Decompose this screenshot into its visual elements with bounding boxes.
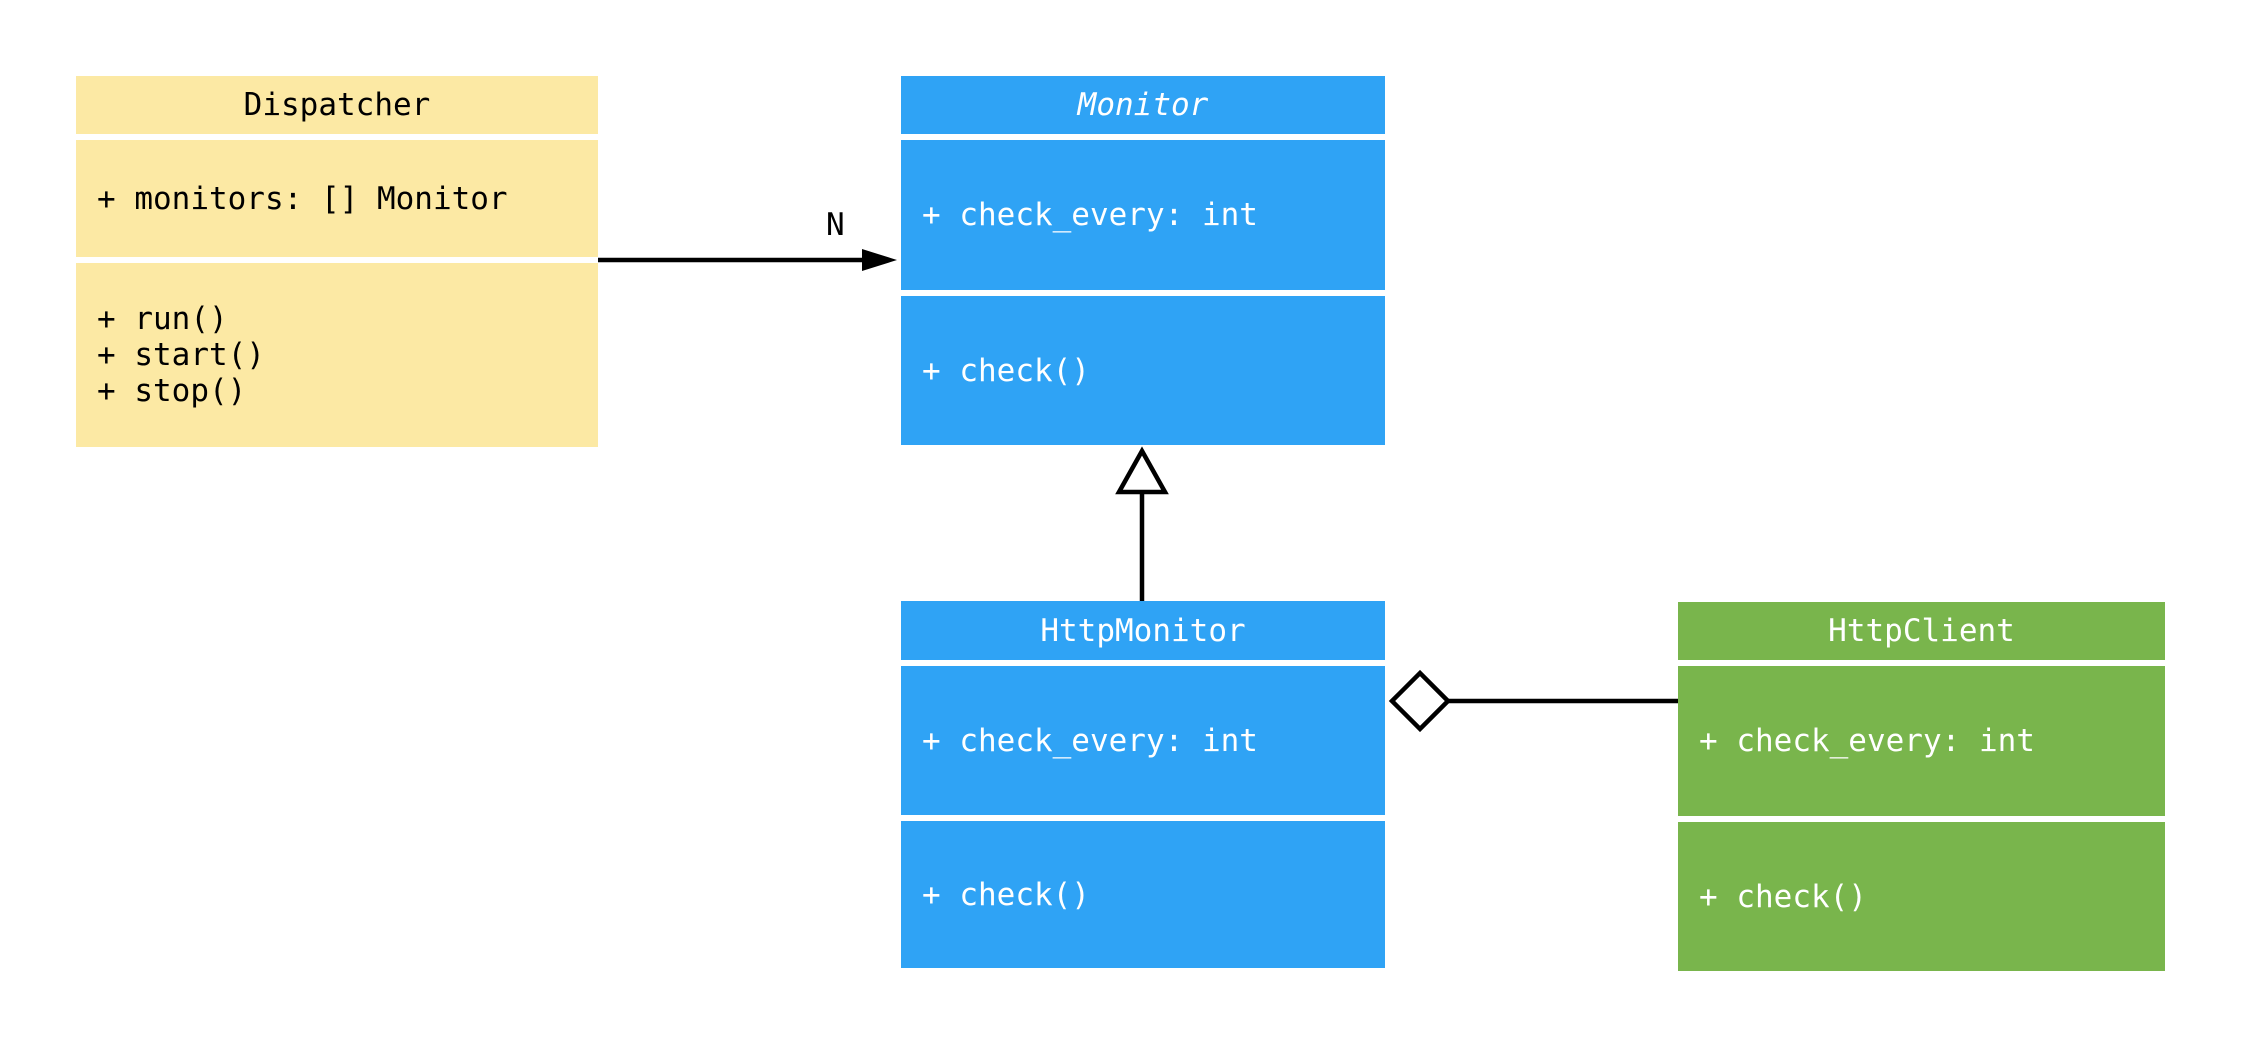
method-line: + check() [1699, 878, 1867, 915]
method-line: + check() [922, 876, 1090, 913]
class-box-httpclient: HttpClient + check_every: int + check() [1678, 602, 2165, 971]
class-attributes-httpmonitor: + check_every: int [901, 666, 1385, 815]
aggregation-diamond-icon [1388, 669, 1452, 733]
class-title-monitor: Monitor [901, 76, 1385, 134]
method-line: + check() [922, 352, 1090, 389]
attribute-line: + check_every: int [922, 722, 1258, 759]
attribute-line: + check_every: int [922, 197, 1258, 233]
class-title-httpclient: HttpClient [1678, 602, 2165, 660]
class-box-monitor: Monitor + check_every: int + check() [901, 76, 1385, 445]
method-line: + run() [97, 301, 228, 337]
class-box-httpmonitor: HttpMonitor + check_every: int + check() [901, 601, 1385, 968]
class-methods-httpclient: + check() [1678, 822, 2165, 971]
class-box-dispatcher: Dispatcher + monitors: [] Monitor + run(… [76, 76, 598, 447]
class-methods-dispatcher: + run() + start() + stop() [76, 263, 598, 447]
association-arrowhead-icon [862, 249, 897, 271]
class-title-httpmonitor: HttpMonitor [901, 601, 1385, 660]
class-attributes-httpclient: + check_every: int [1678, 666, 2165, 816]
class-attributes-dispatcher: + monitors: [] Monitor [76, 140, 598, 257]
class-methods-monitor: + check() [901, 296, 1385, 445]
attribute-line: + check_every: int [1699, 723, 2035, 759]
class-attributes-monitor: + check_every: int [901, 140, 1385, 290]
method-line: + stop() [97, 373, 247, 409]
method-line: + start() [97, 337, 265, 373]
association-multiplicity-label: N [826, 207, 845, 243]
class-methods-httpmonitor: + check() [901, 821, 1385, 968]
class-title-dispatcher: Dispatcher [76, 76, 598, 134]
generalization-triangle-icon [1115, 446, 1169, 495]
attribute-line: + monitors: [] Monitor [97, 180, 508, 217]
